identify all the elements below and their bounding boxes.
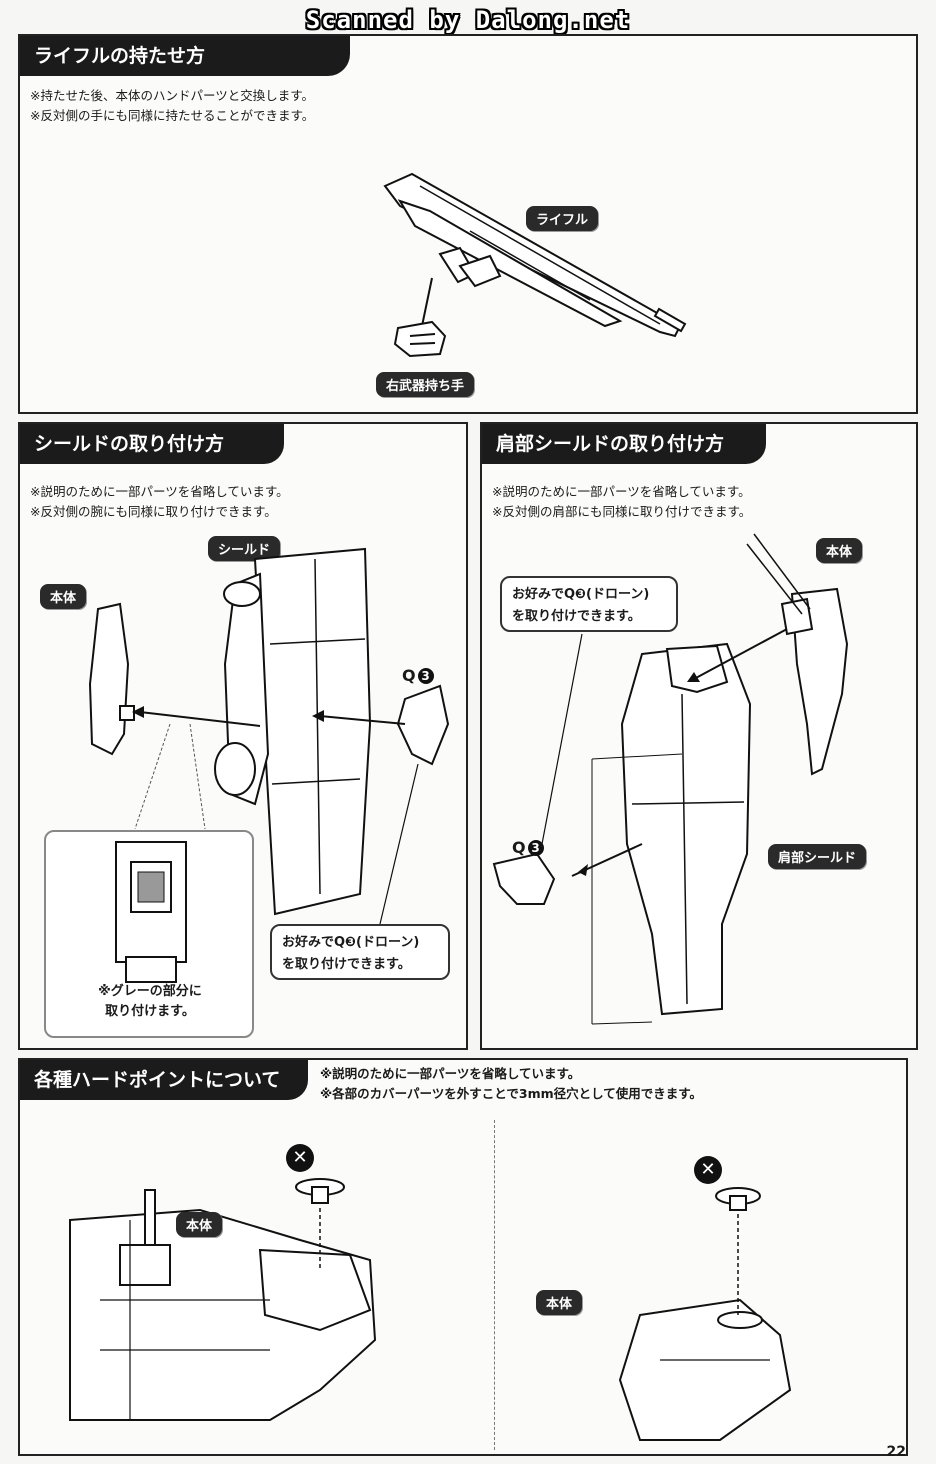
inset-caption: ※グレーの部分に 取り付けます。 — [60, 982, 240, 1022]
body-label: 本体 — [40, 584, 87, 609]
shoulder-drone-callout: お好みでQ❸(ドローン) を取り付けできます。 — [500, 576, 678, 632]
hardpoint-section: 各種ハードポイントについて ※説明のために一部パーツを省略しています。 ※各部の… — [18, 1058, 908, 1456]
page-number: 22 — [886, 1444, 906, 1460]
rifle-section: ライフルの持たせ方 ※持たせた後、本体のハンドパーツと交換します。 ※反対側の手… — [18, 34, 918, 414]
shield-section: シールドの取り付け方 ※説明のために一部パーツを省略しています。 ※反対側の腕に… — [18, 422, 468, 1050]
inset-illustration — [115, 841, 187, 983]
shield-illustration — [88, 547, 450, 925]
shoulder-shield-label: 肩部シールド — [768, 844, 867, 869]
drone-callout-line: お好みでQ❸(ドローン) — [282, 935, 420, 950]
hardpoint-body-label-right: 本体 — [536, 1290, 583, 1315]
shoulder-shield-section: 肩部シールドの取り付け方 ※説明のために一部パーツを省略しています。 ※反対側の… — [480, 422, 918, 1050]
hardpoint-note: ※各部のカバーパーツを外すことで3mm径穴として使用できます。 — [320, 1086, 703, 1101]
shoulder-shield-section-title: 肩部シールドの取り付け方 — [482, 424, 766, 464]
remove-mark-left: ✕ — [286, 1144, 314, 1172]
rifle-note: ※反対側の手にも同様に持たせることができます。 — [30, 108, 315, 123]
right-weapon-hand-label: 右武器持ち手 — [376, 372, 475, 397]
shoulder-notes: ※説明のために一部パーツを省略しています。 ※反対側の肩部にも同様に取り付けでき… — [492, 482, 751, 522]
hardpoint-note: ※説明のために一部パーツを省略しています。 — [320, 1066, 581, 1081]
rifle-section-title: ライフルの持たせ方 — [20, 36, 350, 76]
shield-note: ※反対側の腕にも同様に取り付けできます。 — [30, 504, 277, 519]
part-letter: Q — [512, 838, 526, 857]
shoulder-note: ※説明のために一部パーツを省略しています。 — [492, 484, 751, 499]
hardpoint-divider — [494, 1120, 495, 1450]
drone-callout-line: を取り付けできます。 — [282, 957, 411, 972]
part-number: 3 — [417, 668, 434, 684]
shield-notes: ※説明のために一部パーツを省略しています。 ※反対側の腕にも同様に取り付けできま… — [30, 482, 289, 522]
drone-callout: お好みでQ❸(ドローン) を取り付けできます。 — [270, 924, 450, 980]
rifle-notes: ※持たせた後、本体のハンドパーツと交換します。 ※反対側の手にも同様に持たせるこ… — [30, 86, 314, 126]
hardpoint-body-label-left: 本体 — [176, 1212, 223, 1237]
shield-section-title: シールドの取り付け方 — [20, 424, 284, 464]
gray-attach-inset — [44, 830, 254, 1038]
shield-note: ※説明のために一部パーツを省略しています。 — [30, 484, 289, 499]
shoulder-shield-illustration — [492, 533, 849, 1025]
hardpoint-illustration — [69, 1178, 792, 1441]
remove-mark-right: ✕ — [694, 1156, 722, 1184]
shoulder-note: ※反対側の肩部にも同様に取り付けできます。 — [492, 504, 752, 519]
hardpoint-section-title: 各種ハードポイントについて — [20, 1060, 308, 1100]
part-letter: Q — [402, 666, 416, 685]
drone-callout-line: を取り付けできます。 — [512, 609, 641, 624]
shoulder-body-label: 本体 — [816, 538, 863, 563]
part-number: 3 — [527, 840, 544, 856]
inset-caption-line: 取り付けます。 — [105, 1004, 195, 1019]
inset-caption-line: ※グレーの部分に — [98, 984, 202, 999]
rifle-note: ※持たせた後、本体のハンドパーツと交換します。 — [30, 88, 314, 103]
scan-watermark: Scanned by Dalong.net — [305, 6, 631, 34]
rifle-illustration — [383, 172, 687, 358]
drone-callout-line: お好みでQ❸(ドローン) — [512, 587, 650, 602]
rifle-label: ライフル — [526, 206, 599, 231]
hardpoint-notes: ※説明のために一部パーツを省略しています。 ※各部のカバーパーツを外すことで3m… — [320, 1064, 702, 1104]
